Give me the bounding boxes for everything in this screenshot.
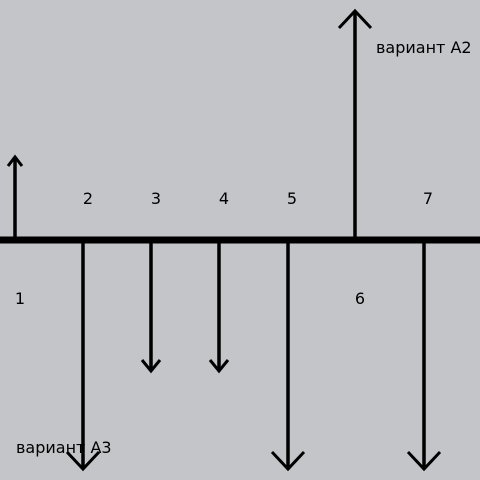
period-label-7: 7: [423, 189, 433, 208]
arrow-6-up: [337, 8, 373, 240]
period-label-1: 1: [15, 289, 25, 308]
arrow-7-down: [406, 240, 442, 472]
arrow-1-up: [6, 154, 24, 240]
period-label-5: 5: [287, 189, 297, 208]
arrow-5-down: [270, 240, 306, 472]
period-label-3: 3: [151, 189, 161, 208]
period-label-2: 2: [83, 189, 93, 208]
variant-a3-label: вариант А3: [16, 438, 112, 457]
period-label-4: 4: [219, 189, 229, 208]
variant-a2-label: вариант А2: [376, 38, 472, 57]
period-label-6: 6: [355, 289, 365, 308]
arrow-2-down: [65, 240, 101, 472]
arrow-4-down: [208, 240, 230, 374]
arrow-3-down: [140, 240, 162, 374]
